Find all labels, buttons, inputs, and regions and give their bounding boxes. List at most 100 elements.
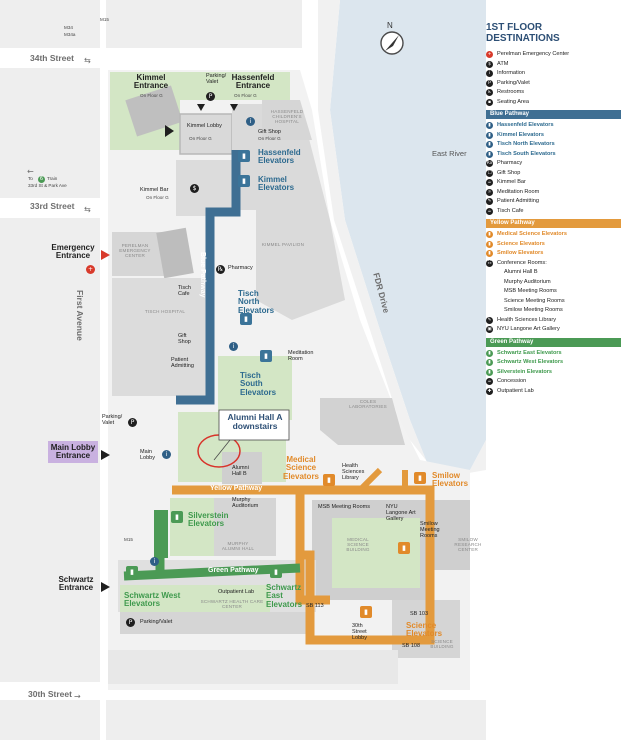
legend-item-label: Concession xyxy=(497,378,527,384)
tisch-north-elevators-label: Tisch North Elevators xyxy=(238,289,275,315)
legend-item: ▮Tisch North Elevators xyxy=(486,140,621,150)
legend-item-label: Outpatient Lab xyxy=(497,387,534,394)
legend-item-label: Conference Rooms: xyxy=(497,259,547,266)
legend-item: ✎ Patient Admitting xyxy=(486,197,621,207)
legend-item-label: Kimmel Elevators xyxy=(497,131,544,138)
legend-item: ☕Kimmel Bar xyxy=(486,178,621,188)
legend-symbol-icon: ▮ xyxy=(486,122,493,129)
murphy-hall xyxy=(214,498,276,556)
emergency-entrance-label: Emergency Entrance xyxy=(51,243,95,261)
schwartz-west-elevator-icon: ▮ xyxy=(126,566,138,578)
legend-item: ▮ Smilow Elevators xyxy=(486,249,621,259)
building-medical-science: MEDICAL SCIENCE BUILDING xyxy=(346,537,370,552)
legend-panel: 1ST FLOOR DESTINATIONS +Perelman Emergen… xyxy=(486,22,621,396)
smilow-elevator-icon: ▮ xyxy=(414,472,426,484)
train-6-icon: 6 xyxy=(38,176,45,183)
legend-symbol-icon: ☕ xyxy=(486,378,493,385)
murphy-auditorium-label: Murphy Auditorium xyxy=(232,497,259,509)
hassenfeld-entrance-floor: On Floor G xyxy=(234,93,257,98)
parking-icon: P xyxy=(486,79,493,87)
legend-symbol-icon: ▮ xyxy=(486,231,493,238)
legend-green-header: Green Pathway xyxy=(486,337,621,347)
emergency-cross-icon: + xyxy=(86,265,95,274)
legend-item: ☐Gift Shop xyxy=(486,169,621,179)
building-perelman: PERELMAN EMERGENCY CENTER xyxy=(119,243,151,258)
parking-bottom-label: Parking/Valet xyxy=(140,619,173,625)
silverstein-elevators-label: Silverstein Elevators xyxy=(188,511,229,529)
building-smilow-research: SMILOW RESEARCH CENTER xyxy=(454,537,482,552)
legend-item-label: Information xyxy=(497,70,525,76)
kimmel-entrance-floor: On Floor G xyxy=(140,93,163,98)
legend-item: MSB Meeting Rooms xyxy=(486,287,621,297)
main-lobby-entrance-label: Main Lobby Entrance xyxy=(50,443,96,461)
legend-item: Science Meeting Rooms xyxy=(486,297,621,307)
legend-symbol-icon: ☕ xyxy=(486,207,493,215)
schwartz-east-elevators-label: Schwartz East Elevators xyxy=(266,583,303,609)
kimmel-lobby-label: Kimmel Lobby xyxy=(187,123,222,129)
tisch-south-elevator-icon: ▮ xyxy=(260,350,272,362)
legend-symbol-icon: ▮ xyxy=(486,250,493,257)
smilow-meeting-rooms-label: Smilow Meeting Rooms xyxy=(420,521,440,539)
information-icon: i xyxy=(486,70,493,77)
legend-item: ☕ Tisch Cafe xyxy=(486,207,621,217)
information-icon: i xyxy=(246,117,255,126)
legend-title-line2: DESTINATIONS xyxy=(486,33,560,44)
pharmacy-label: Pharmacy xyxy=(228,265,253,271)
bus-m15-top: M15 xyxy=(100,17,109,22)
legend-symbol-icon: ✎ xyxy=(486,198,493,205)
legend-item: ☷Conference Rooms: xyxy=(486,259,621,269)
hassenfeld-entrance-label: Hassenfeld Entrance xyxy=(231,73,275,91)
legend-item-label: Gift Shop xyxy=(497,169,521,176)
street-34th: 34th Street xyxy=(30,53,74,63)
pharmacy-icon: ℞ xyxy=(216,265,225,274)
legend-item-label: Science Elevators xyxy=(497,240,545,247)
schwartz-entrance-arrow xyxy=(101,582,110,592)
sb103-label: SB 103 xyxy=(410,611,429,617)
svg-text:⇆: ⇆ xyxy=(84,56,91,65)
legend-item-label: MSB Meeting Rooms xyxy=(504,288,557,294)
silverstein-elevator-icon: ▮ xyxy=(171,511,183,523)
legend-item: $ATM xyxy=(486,60,621,70)
kimmel-elevator-icon: ▮ xyxy=(238,175,250,187)
legend-symbol-icon: ✚ xyxy=(486,387,493,395)
alumni-callout-box xyxy=(218,409,290,441)
legend-symbol-icon: ▮ xyxy=(486,240,493,248)
legend-item-label: Schwartz East Elevators xyxy=(497,349,562,356)
legend-item-label: Tisch Cafe xyxy=(497,207,524,214)
kimmel-bar-label: Kimmel Bar xyxy=(140,187,169,193)
schwartz-east-elevator-icon: ▮ xyxy=(270,566,282,578)
legend-item-label: Smilow Elevators xyxy=(497,250,544,256)
legend-item: ▮ Hassenfeld Elevators xyxy=(486,121,621,131)
legend-item: Smilow Meeting Rooms xyxy=(486,306,621,316)
building-tisch: TISCH HOSPITAL xyxy=(144,309,186,314)
legend-item: ▮Tisch South Elevators xyxy=(486,150,621,160)
legend-title-line1: 1ST FLOOR xyxy=(486,22,543,33)
main-lobby-label-bg xyxy=(48,441,98,463)
hassenfeld-elevators-label: Hassenfeld Elevators xyxy=(258,148,301,166)
atm-icon: $ xyxy=(190,184,199,193)
legend-item: ✚ Outpatient Lab xyxy=(486,387,621,397)
legend-item-label: ATM xyxy=(497,60,509,67)
schwartz-entrance-label: Schwartz Entrance xyxy=(58,575,94,593)
legend-item-label: Schwartz West Elevators xyxy=(497,359,564,365)
legend-item-label: Patient Admitting xyxy=(497,198,539,204)
legend-symbol-icon: ▮ xyxy=(486,131,493,139)
legend-item-label: Alumni Hall B xyxy=(504,269,538,275)
kimmel-entrance-label: Kimmel Entrance xyxy=(133,73,169,91)
legend-item-label: Seating Area xyxy=(497,98,530,105)
legend-item: ▮Schwartz West Elevators xyxy=(486,358,621,368)
legend-blue: ▮ Hassenfeld Elevators ▮ Kimmel Elevators ▮T… xyxy=(486,121,621,216)
legend-symbol-icon: Rx xyxy=(486,160,493,167)
emergency-entrance-arrow xyxy=(101,250,110,260)
seating-icon: ▪ xyxy=(486,98,493,106)
legend-item-label: Smilow Meeting Rooms xyxy=(504,307,563,313)
legend-item-label: Hassenfeld Elevators xyxy=(497,122,554,128)
smilow-elevators-label: Smilow Elevators xyxy=(432,471,469,489)
train-to: To xyxy=(28,176,33,181)
compass-north: N xyxy=(387,21,393,30)
legend-item-label: Tisch South Elevators xyxy=(497,150,556,157)
legend-yellow: ▮Medical Science Elevators▮Science Eleva… xyxy=(486,230,621,335)
parking-icon: P xyxy=(128,418,137,427)
blue-pathway-label: Blue Pathway xyxy=(199,252,206,298)
